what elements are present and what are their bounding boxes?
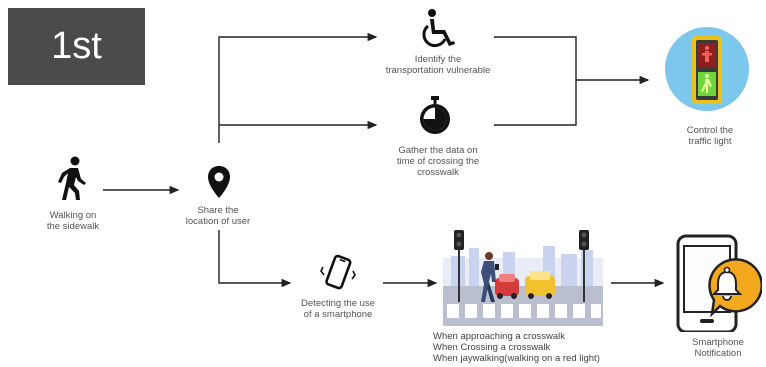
wheelchair-icon [418, 8, 458, 50]
label-scenarios: When approaching a crosswalk When Crossi… [433, 331, 600, 364]
branch-to-detect [218, 230, 292, 288]
location-pin-icon [206, 165, 232, 199]
smartphone-vibrate-icon [318, 253, 358, 293]
merge-identify [494, 36, 650, 85]
crosswalk-scene-illustration [443, 226, 603, 326]
pedestrian-icon [56, 155, 90, 201]
step-badge: 1st [8, 8, 145, 85]
stopwatch-icon [418, 96, 452, 136]
merge-gather [494, 80, 577, 126]
branch-to-identify [218, 32, 378, 143]
traffic-light-icon [664, 26, 750, 112]
smartphone-bell-icon [672, 232, 764, 334]
